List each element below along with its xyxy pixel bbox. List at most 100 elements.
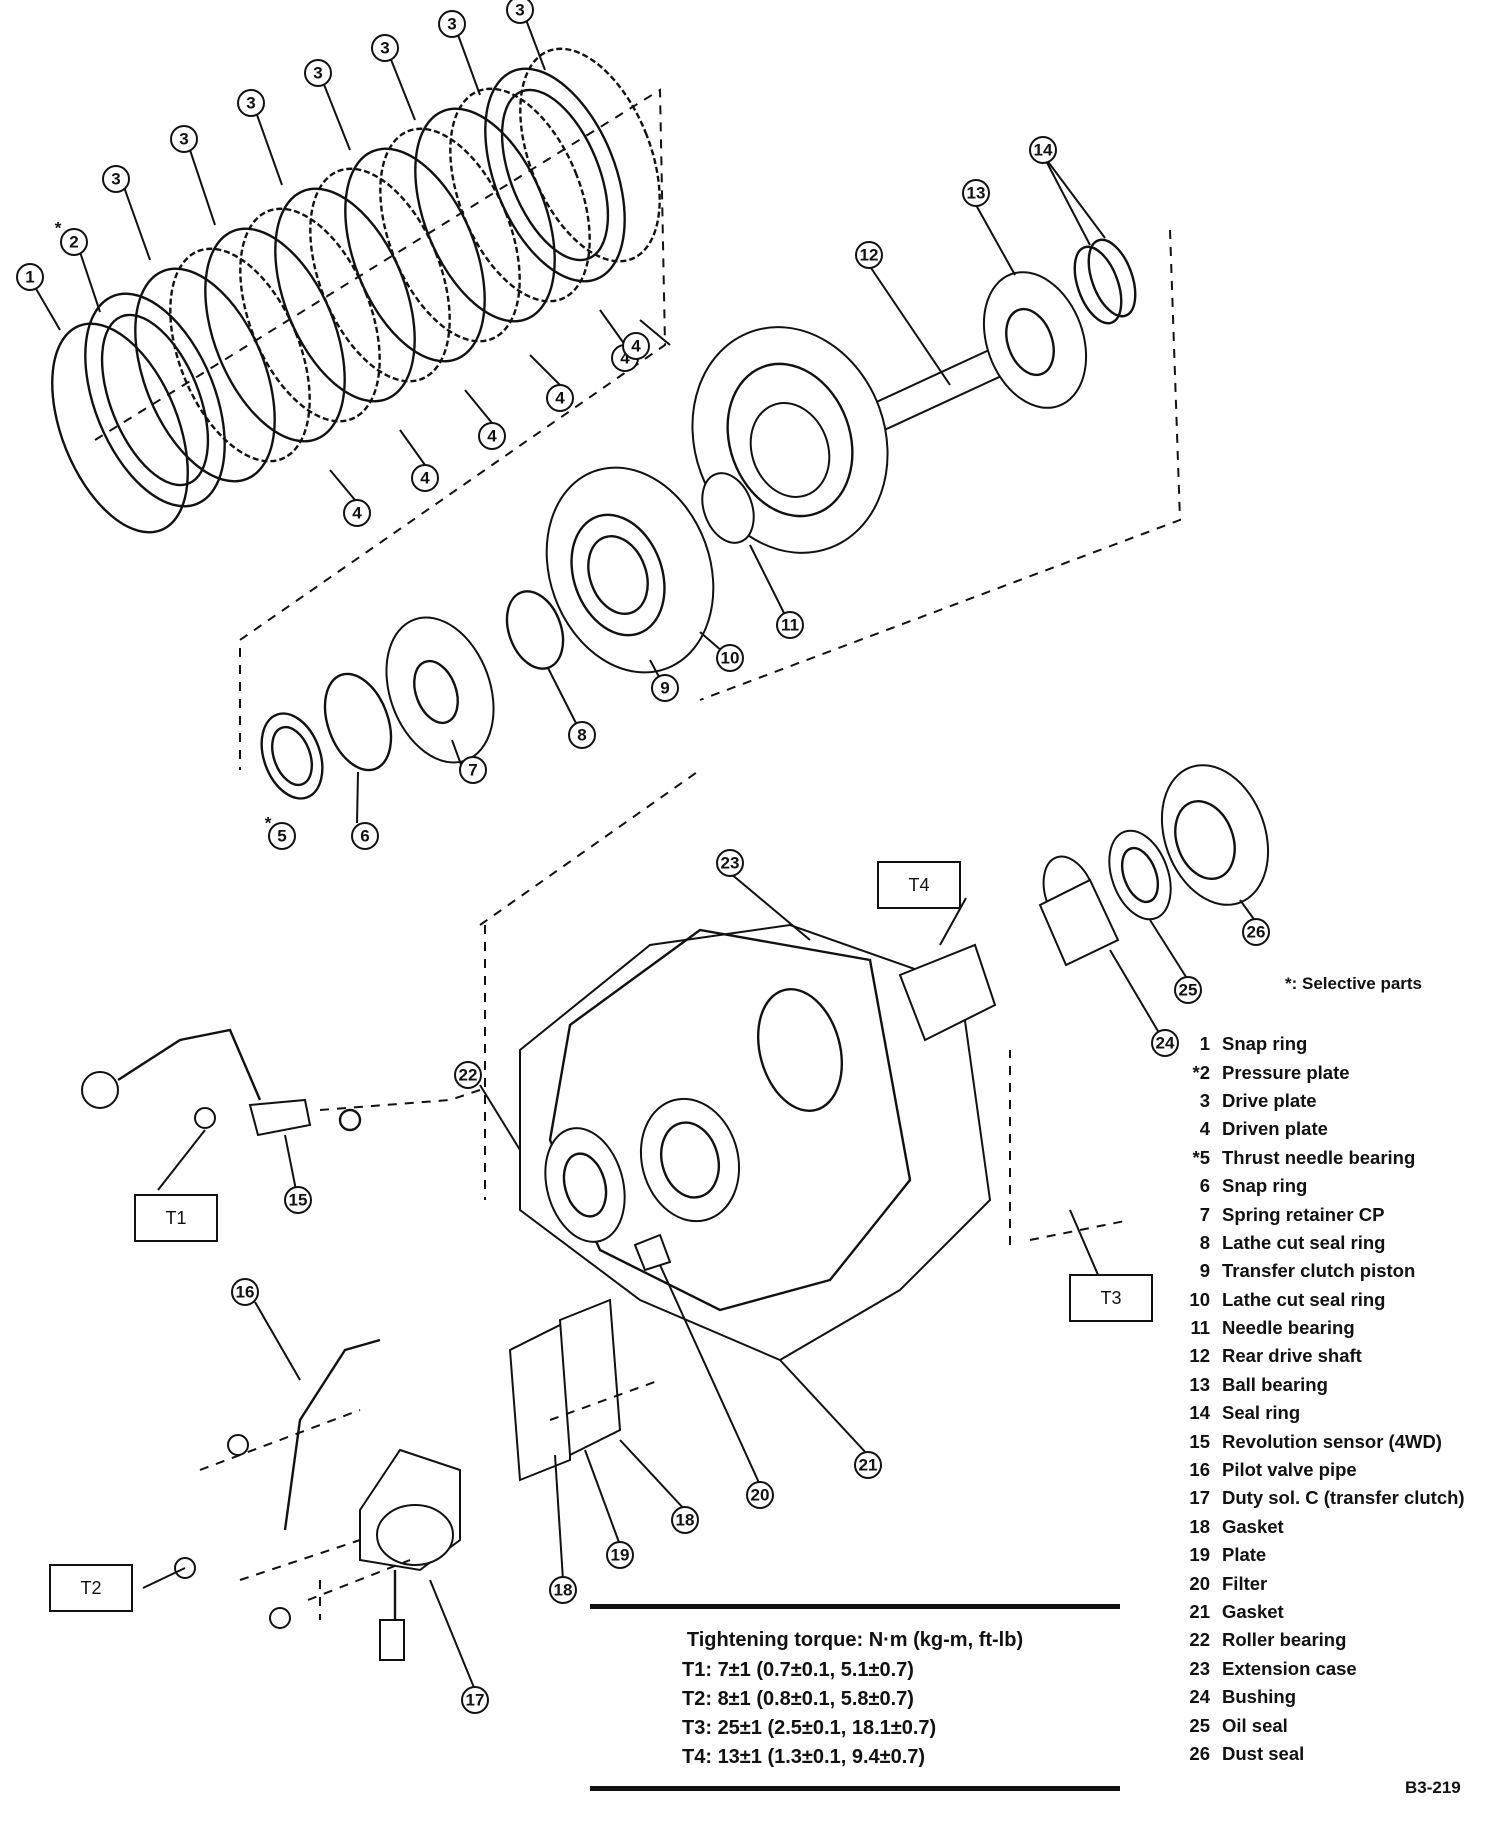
svg-text:3: 3 bbox=[447, 15, 456, 34]
legend-part-name: Dust seal bbox=[1222, 1742, 1305, 1764]
legend-number: 13 bbox=[1189, 1373, 1210, 1395]
legend-part-name: Roller bearing bbox=[1222, 1629, 1347, 1651]
callout-4b: 4 bbox=[411, 464, 439, 492]
legend-number: 7 bbox=[1199, 1203, 1210, 1225]
svg-text:18: 18 bbox=[554, 1581, 573, 1600]
svg-text:26: 26 bbox=[1247, 923, 1266, 942]
legend-part-name: Driven plate bbox=[1222, 1118, 1328, 1140]
legend-part-name: Thrust needle bearing bbox=[1222, 1146, 1416, 1168]
torque-box-t4: T4 bbox=[877, 861, 961, 909]
svg-text:8: 8 bbox=[577, 726, 586, 745]
svg-text:4: 4 bbox=[555, 389, 565, 408]
torque-row-t4: T4: 13±1 (1.3±0.1, 9.4±0.7) bbox=[682, 1746, 926, 1768]
callout-19: 19 bbox=[606, 1541, 634, 1569]
legend-number: 8 bbox=[1199, 1231, 1210, 1253]
svg-text:15: 15 bbox=[289, 1191, 308, 1210]
sensor-solenoid-group bbox=[81, 1028, 1131, 1661]
legend-item: 17 Duty sol. C (transfer clutch) bbox=[1168, 1484, 1498, 1512]
torque-title: Tightening torque: N·m (kg-m, ft-lb) bbox=[686, 1629, 1024, 1651]
callout-16: 16 bbox=[231, 1278, 259, 1306]
callout-6: 6 bbox=[351, 822, 379, 850]
legend-number: *5 bbox=[1192, 1146, 1211, 1168]
svg-text:23: 23 bbox=[721, 854, 740, 873]
legend-part-name: Seal ring bbox=[1222, 1402, 1301, 1424]
clutch-plates bbox=[134, 47, 661, 483]
legend-part-name: Bushing bbox=[1222, 1686, 1296, 1708]
callout-4d: 4 bbox=[546, 384, 574, 412]
svg-text:10: 10 bbox=[721, 649, 740, 668]
callout-18a: 18 bbox=[549, 1576, 577, 1604]
legend-number: 11 bbox=[1190, 1317, 1210, 1339]
callout-12: 12 bbox=[855, 241, 883, 269]
thrust-needle-bearing bbox=[260, 712, 324, 800]
torque-row-t1: T1: 7±1 (0.7±0.1, 5.1±0.7) bbox=[682, 1659, 914, 1681]
callout-18b: 18 bbox=[671, 1506, 699, 1534]
callout-4c: 4 bbox=[478, 422, 506, 450]
legend-number: 20 bbox=[1189, 1572, 1210, 1594]
svg-text:2: 2 bbox=[69, 233, 78, 252]
callout-1: 1 bbox=[16, 263, 44, 291]
legend-item: *5 Thrust needle bearing bbox=[1168, 1144, 1498, 1172]
callout-13: 13 bbox=[962, 179, 990, 207]
torque-box-t1: T1 bbox=[134, 1194, 218, 1242]
legend-part-name: Ball bearing bbox=[1222, 1373, 1328, 1395]
svg-text:22: 22 bbox=[459, 1066, 478, 1085]
torque-top-rule bbox=[590, 1604, 1120, 1609]
legend-part-name: Revolution sensor (4WD) bbox=[1222, 1430, 1442, 1452]
legend-item: 26 Dust seal bbox=[1168, 1740, 1498, 1768]
legend-number: 26 bbox=[1189, 1742, 1210, 1764]
ball-bearing bbox=[982, 271, 1088, 409]
callout-14: 14 bbox=[1029, 136, 1057, 164]
svg-text:5: 5 bbox=[277, 827, 286, 846]
legend-part-name: Pressure plate bbox=[1222, 1061, 1350, 1083]
pressure-plate bbox=[84, 292, 226, 508]
rear-drive-shaft bbox=[868, 343, 1012, 434]
legend-number: 21 bbox=[1189, 1601, 1210, 1622]
svg-text:14: 14 bbox=[1034, 141, 1053, 160]
callout-8: 8 bbox=[568, 721, 596, 749]
lathe-cut-seal-ring-8 bbox=[505, 590, 565, 670]
legend-number: 3 bbox=[1199, 1089, 1210, 1111]
legend-item: 1 Snap ring bbox=[1168, 1030, 1498, 1058]
legend-number: 17 bbox=[1189, 1487, 1210, 1509]
callout-11: 11 bbox=[776, 611, 804, 639]
rear-seals bbox=[1038, 764, 1270, 967]
figure-code: B3-219 bbox=[1405, 1778, 1461, 1797]
legend-number: 15 bbox=[1189, 1430, 1210, 1452]
svg-text:20: 20 bbox=[751, 1486, 770, 1505]
svg-text:7: 7 bbox=[468, 761, 477, 780]
svg-text:3: 3 bbox=[179, 130, 188, 149]
legend-number: 1 bbox=[1199, 1033, 1210, 1055]
svg-text:T3: T3 bbox=[1100, 1288, 1121, 1308]
svg-text:4: 4 bbox=[487, 427, 497, 446]
svg-text:13: 13 bbox=[967, 184, 986, 203]
callout-21: 21 bbox=[854, 1451, 882, 1479]
legend-number: 16 bbox=[1189, 1459, 1210, 1481]
svg-text:17: 17 bbox=[466, 1691, 485, 1710]
legend-number: 10 bbox=[1189, 1288, 1210, 1310]
legend-item: 13 Ball bearing bbox=[1168, 1371, 1498, 1399]
torque-row-t3: T3: 25±1 (2.5±0.1, 18.1±0.7) bbox=[682, 1717, 937, 1739]
legend-part-name: Duty sol. C (transfer clutch) bbox=[1222, 1487, 1465, 1509]
svg-text:25: 25 bbox=[1179, 981, 1198, 1000]
legend-part-name: Snap ring bbox=[1222, 1033, 1308, 1055]
svg-text:3: 3 bbox=[515, 1, 524, 20]
tightening-torque-table: Tightening torque: N·m (kg-m, ft-lb) T1:… bbox=[590, 1604, 1120, 1791]
legend-part-name: Rear drive shaft bbox=[1222, 1345, 1362, 1367]
needle-bearing bbox=[701, 472, 755, 544]
legend-part-name: Needle bearing bbox=[1222, 1317, 1355, 1339]
svg-text:11: 11 bbox=[781, 616, 799, 635]
legend-part-name: Plate bbox=[1222, 1544, 1267, 1566]
svg-text:3: 3 bbox=[313, 64, 322, 83]
